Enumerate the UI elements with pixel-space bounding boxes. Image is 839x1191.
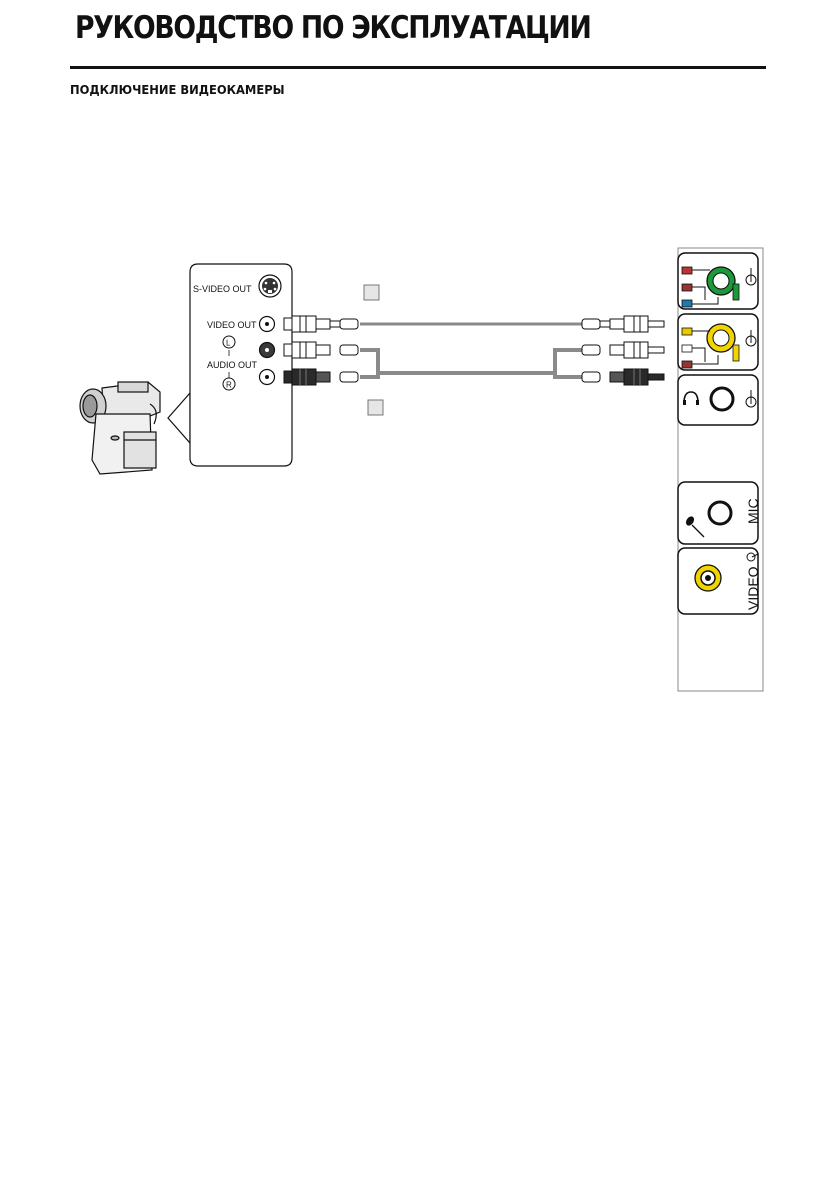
left-marker-circle [222, 335, 236, 349]
callout-box-audio [367, 399, 384, 416]
headphone-module [677, 374, 759, 426]
mic-label: MIC [745, 498, 761, 524]
microphone-icon [685, 516, 705, 538]
page-title: РУКОВОДСТВО ПО ЭКСПЛУАТАЦИИ [75, 10, 592, 46]
camcorder-output-panel [189, 263, 293, 467]
plugs-camcorder-side [283, 315, 359, 386]
callout-box-video [363, 284, 380, 301]
plugs-device-side [581, 315, 665, 386]
video-label: VIDEO [745, 566, 761, 610]
headphone-icon [683, 391, 699, 404]
right-marker-circle [222, 377, 236, 391]
audio-cable-right [360, 373, 582, 379]
camcorder-icon [79, 381, 161, 475]
title-rule [70, 66, 766, 69]
video-input-module [677, 313, 759, 371]
left-marker: L [226, 339, 231, 348]
section-heading: ПОДКЛЮЧЕНИЕ ВИДЕОКАМЕРЫ [70, 82, 285, 97]
audio-out-label: AUDIO OUT [207, 360, 258, 370]
mic-module: MIC [677, 481, 761, 545]
s-video-port [258, 274, 282, 298]
audio-cable-left [360, 348, 582, 375]
right-marker: R [226, 381, 232, 390]
video-out-label: VIDEO OUT [207, 320, 257, 330]
s-video-out-label: S-VIDEO OUT [193, 284, 252, 294]
component-input-module [677, 252, 759, 310]
panel-pointer-arrow [167, 391, 191, 445]
video-in-module: VIDEO [677, 547, 761, 615]
